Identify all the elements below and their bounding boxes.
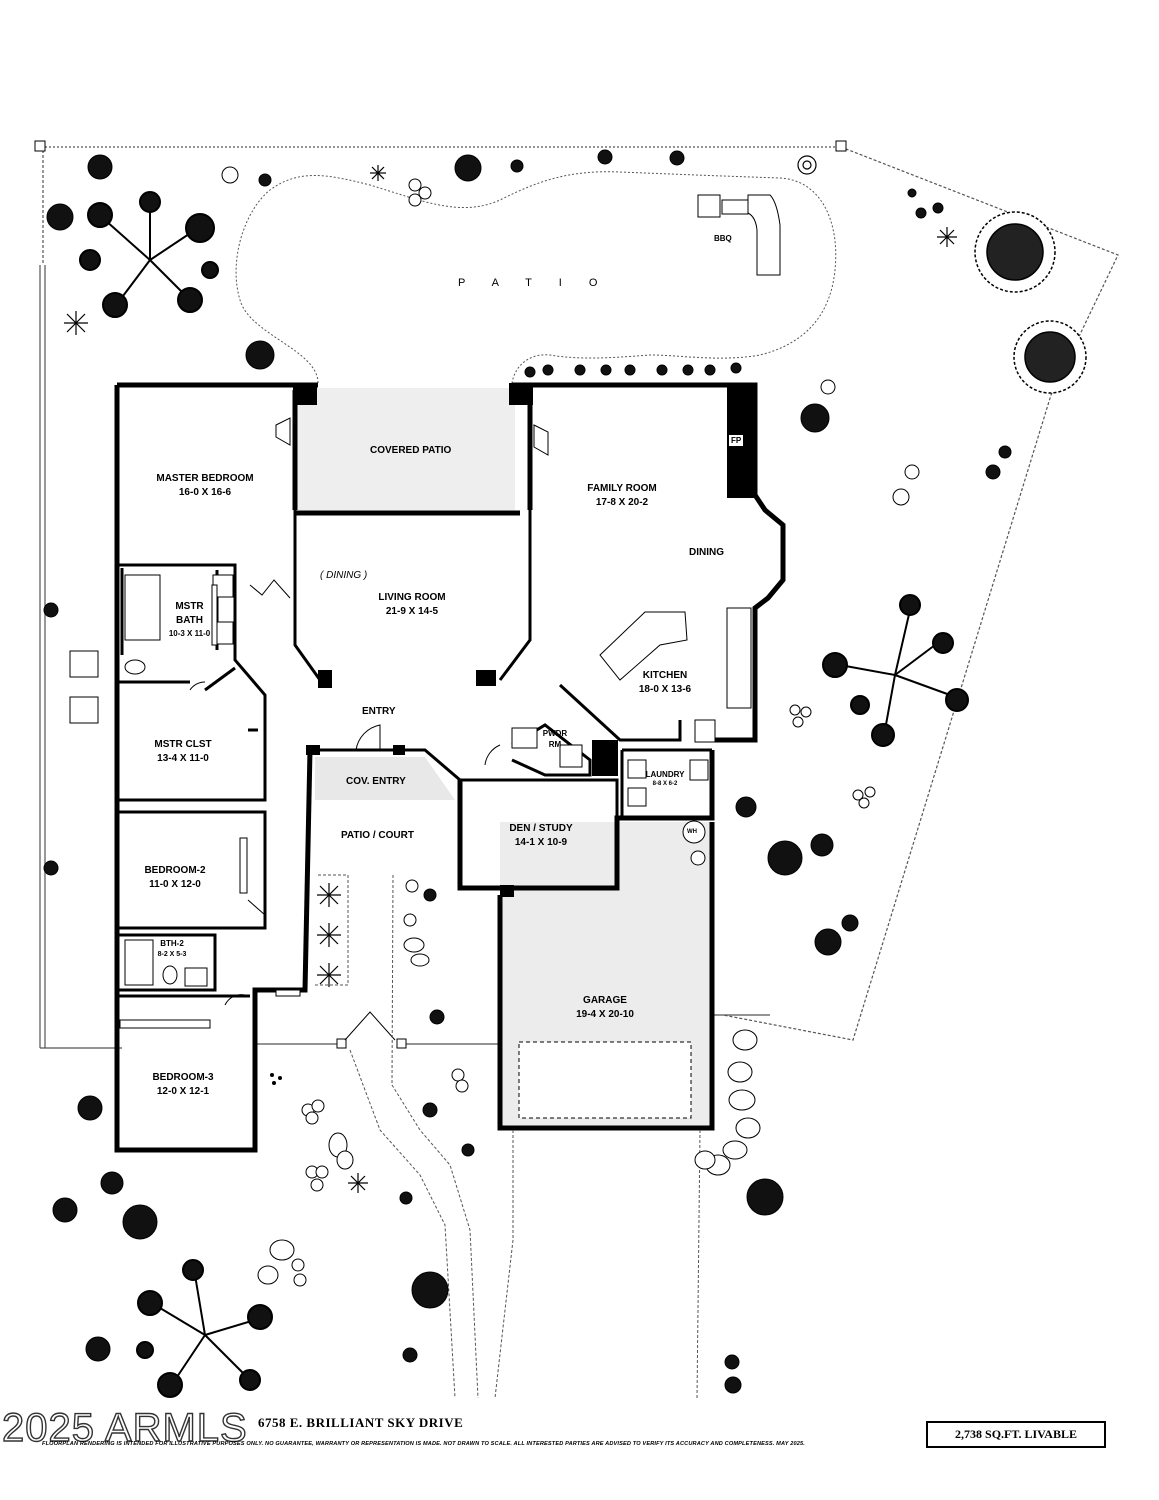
laundry-name: LAUNDRY <box>645 770 685 779</box>
bbq-label: BBQ <box>714 234 732 243</box>
bedroom2-size: 11-0 X 12-0 <box>149 879 201 890</box>
bth2-name: BTH-2 <box>160 939 184 948</box>
pwdr-line2: RM <box>548 740 562 749</box>
water-heater-label: WH <box>687 829 697 835</box>
bedroom3-label: BEDROOM-3 12-0 X 12-1 <box>143 1071 223 1099</box>
covered-patio-label: COVERED PATIO <box>370 445 452 456</box>
master-bedroom-label: MASTER BEDROOM 16-0 X 16-6 <box>150 472 260 500</box>
livable-sqft-box: 2,738 SQ.FT. LIVABLE <box>926 1421 1106 1448</box>
shrubs <box>43 149 1012 1394</box>
entry-label: ENTRY <box>362 706 396 717</box>
mstr-bath-line1: MSTR <box>175 601 204 612</box>
fireplace-label: FP <box>729 435 744 446</box>
master-bedroom-name: MASTER BEDROOM <box>156 473 254 484</box>
patio-label: P A T I O <box>458 277 610 289</box>
bedroom2-label: BEDROOM-2 11-0 X 12-0 <box>135 864 215 892</box>
den-study-name: DEN / STUDY <box>509 823 573 834</box>
kitchen-size: 18-0 X 13-6 <box>638 684 692 695</box>
bth2-label: BTH-2 8-2 X 5-3 <box>150 938 194 960</box>
mstr-clst-name: MSTR CLST <box>154 739 212 750</box>
bedroom3-name: BEDROOM-3 <box>152 1072 214 1083</box>
bth2-size: 8-2 X 5-3 <box>157 951 187 958</box>
disclaimer-text: FLOORPLAN RENDERING IS INTENDED FOR ILLU… <box>42 1441 806 1447</box>
pwdr-label: PWDR RM <box>538 728 572 750</box>
garage-name: GARAGE <box>583 995 627 1006</box>
master-bedroom-size: 16-0 X 16-6 <box>178 487 232 498</box>
den-study-label: DEN / STUDY 14-1 X 10-9 <box>496 822 586 850</box>
mstr-clst-label: MSTR CLST 13-4 X 11-0 <box>143 738 223 766</box>
trees <box>79 191 969 1398</box>
living-room-size: 21-9 X 14-5 <box>385 606 439 617</box>
watermark-text: 2025 ARMLS <box>1 1405 248 1450</box>
cov-entry-area <box>315 757 455 800</box>
garage-size: 19-4 X 20-10 <box>576 1009 634 1020</box>
bedroom3-size: 12-0 X 12-1 <box>156 1086 210 1097</box>
laundry-label: LAUNDRY 8-8 X 6-2 <box>642 769 688 788</box>
stepping-stones <box>705 1029 761 1176</box>
dining-paren-label: ( DINING ) <box>320 570 368 581</box>
fence-posts <box>34 140 847 1049</box>
pwdr-line1: PWDR <box>542 729 568 738</box>
covered-patio-area <box>295 388 515 510</box>
mstr-clst-size: 13-4 X 11-0 <box>157 753 209 764</box>
mstr-bath-size: 10-3 X 11-0 <box>168 629 211 638</box>
family-room-label: FAMILY ROOM 17-8 X 20-2 <box>572 482 672 510</box>
property-address: 6758 E. BRILLIANT SKY DRIVE <box>258 1415 464 1430</box>
pavers <box>69 650 301 997</box>
den-study-size: 14-1 X 10-9 <box>514 837 568 848</box>
walkways <box>315 874 701 1399</box>
small-dots <box>270 1073 282 1085</box>
mstr-bath-label: MSTR BATH 10-3 X 11-0 <box>162 600 217 639</box>
kitchen-name: KITCHEN <box>642 670 688 681</box>
family-room-name: FAMILY ROOM <box>587 483 657 494</box>
living-room-name: LIVING ROOM <box>378 592 446 603</box>
round-trees <box>974 211 1087 394</box>
fixtures <box>119 574 752 1119</box>
kitchen-label: KITCHEN 18-0 X 13-6 <box>620 669 710 697</box>
mstr-bath-line2: BATH <box>175 615 204 626</box>
wall-corner-blocks <box>306 670 618 897</box>
spiky-plants <box>64 155 957 1193</box>
interior-walls <box>117 510 712 998</box>
patio-outline <box>235 171 837 384</box>
bbq-island <box>697 194 781 276</box>
living-room-label: LIVING ROOM 21-9 X 14-5 <box>362 591 462 619</box>
patio-court-label: PATIO / COURT <box>341 830 414 841</box>
garage-label: GARAGE 19-4 X 20-10 <box>560 994 650 1022</box>
laundry-size: 8-8 X 6-2 <box>652 781 678 787</box>
boulders <box>221 166 920 1287</box>
windows <box>114 382 720 1153</box>
property-line <box>39 146 1119 1049</box>
bedroom2-name: BEDROOM-2 <box>144 865 206 876</box>
cov-entry-label: COV. ENTRY <box>346 776 406 787</box>
dining-label: DINING <box>689 547 724 558</box>
doors <box>189 417 549 1041</box>
family-room-size: 17-8 X 20-2 <box>595 497 649 508</box>
